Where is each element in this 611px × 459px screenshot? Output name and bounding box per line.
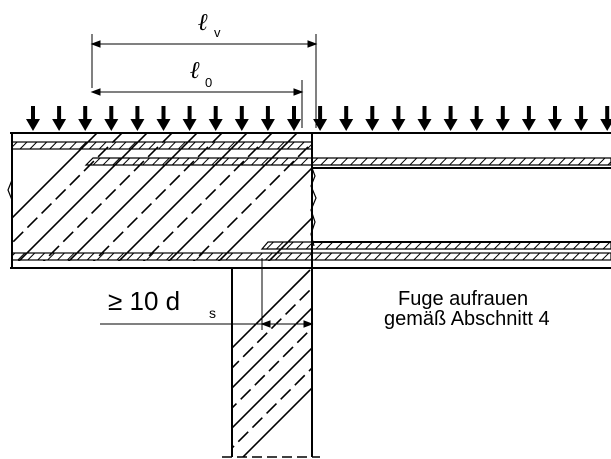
down-arrow-icon (182, 106, 197, 131)
distributed-load-arrows (26, 106, 611, 131)
anchorage-subscript: s (209, 305, 216, 321)
down-arrow-icon (52, 106, 67, 131)
down-arrow-icon (287, 106, 301, 131)
down-arrow-icon (417, 106, 432, 131)
down-arrow-icon (156, 106, 171, 131)
top-reinforcement-upper (11, 141, 313, 150)
down-arrow-icon (574, 106, 589, 131)
down-arrow-icon (548, 106, 562, 131)
lv-dimension (90, 34, 318, 128)
anchorage-label: ≥ 10 d (108, 286, 180, 316)
l0-dimension (90, 80, 304, 128)
l0-label: ℓ (190, 58, 200, 84)
down-arrow-icon (600, 106, 611, 131)
bottom-reinforcement-lap (260, 241, 611, 250)
down-arrow-icon (130, 106, 145, 131)
top-reinforcement-lap (84, 157, 611, 166)
down-arrow-icon (469, 106, 484, 131)
down-arrow-icon (78, 106, 93, 131)
slab-left-jag (7, 179, 13, 201)
down-arrow-icon (339, 106, 354, 131)
down-arrow-icon (521, 106, 536, 131)
lv-label: ℓ (198, 10, 208, 36)
note-line-1: Fuge aufrauen (398, 288, 528, 310)
bottom-reinforcement (11, 252, 611, 261)
down-arrow-icon (208, 106, 223, 131)
down-arrow-icon (104, 106, 119, 131)
down-arrow-icon (260, 106, 275, 131)
wall-hatching (232, 269, 312, 457)
anchorage-dimension (100, 258, 314, 330)
down-arrow-icon (365, 106, 380, 131)
down-arrow-icon (26, 106, 40, 131)
l0-subscript: 0 (205, 75, 212, 90)
note-line-2: gemäß Abschnitt 4 (384, 308, 550, 330)
down-arrow-icon (443, 106, 458, 131)
down-arrow-icon (313, 106, 328, 131)
down-arrow-icon (495, 106, 510, 131)
down-arrow-icon (234, 106, 249, 131)
down-arrow-icon (391, 106, 406, 131)
rough-joint (310, 167, 317, 247)
lv-subscript: v (214, 25, 221, 40)
